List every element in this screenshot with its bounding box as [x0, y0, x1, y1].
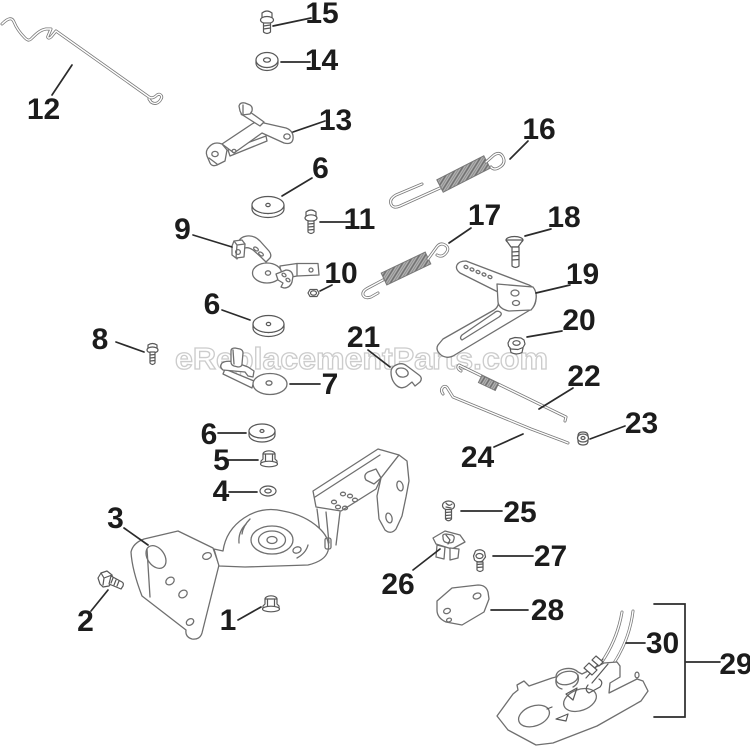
- svg-text:25: 25: [503, 496, 536, 529]
- svg-text:9: 9: [174, 213, 191, 246]
- svg-text:21: 21: [347, 321, 380, 354]
- svg-text:30: 30: [646, 627, 679, 660]
- svg-text:28: 28: [531, 594, 564, 627]
- svg-text:7: 7: [322, 368, 339, 401]
- svg-text:12: 12: [27, 93, 60, 126]
- svg-text:15: 15: [305, 0, 338, 30]
- svg-text:16: 16: [522, 113, 555, 146]
- svg-text:6: 6: [312, 152, 329, 185]
- svg-text:13: 13: [319, 104, 352, 137]
- svg-text:23: 23: [625, 407, 658, 440]
- svg-text:1: 1: [220, 604, 237, 637]
- svg-text:4: 4: [213, 475, 230, 508]
- svg-text:6: 6: [204, 288, 221, 321]
- svg-text:26: 26: [381, 568, 414, 601]
- svg-text:2: 2: [77, 605, 94, 638]
- svg-text:18: 18: [547, 201, 580, 234]
- svg-text:24: 24: [461, 441, 495, 474]
- svg-text:29: 29: [719, 648, 750, 681]
- svg-text:6: 6: [201, 418, 218, 451]
- svg-text:27: 27: [534, 540, 567, 573]
- svg-text:11: 11: [344, 203, 376, 236]
- svg-text:20: 20: [562, 304, 595, 337]
- svg-text:3: 3: [107, 502, 124, 535]
- svg-text:17: 17: [468, 199, 501, 232]
- svg-text:19: 19: [566, 258, 599, 291]
- svg-text:8: 8: [92, 323, 109, 356]
- svg-text:10: 10: [324, 257, 357, 290]
- svg-text:5: 5: [213, 444, 230, 477]
- svg-text:22: 22: [567, 360, 600, 393]
- svg-text:14: 14: [305, 44, 339, 77]
